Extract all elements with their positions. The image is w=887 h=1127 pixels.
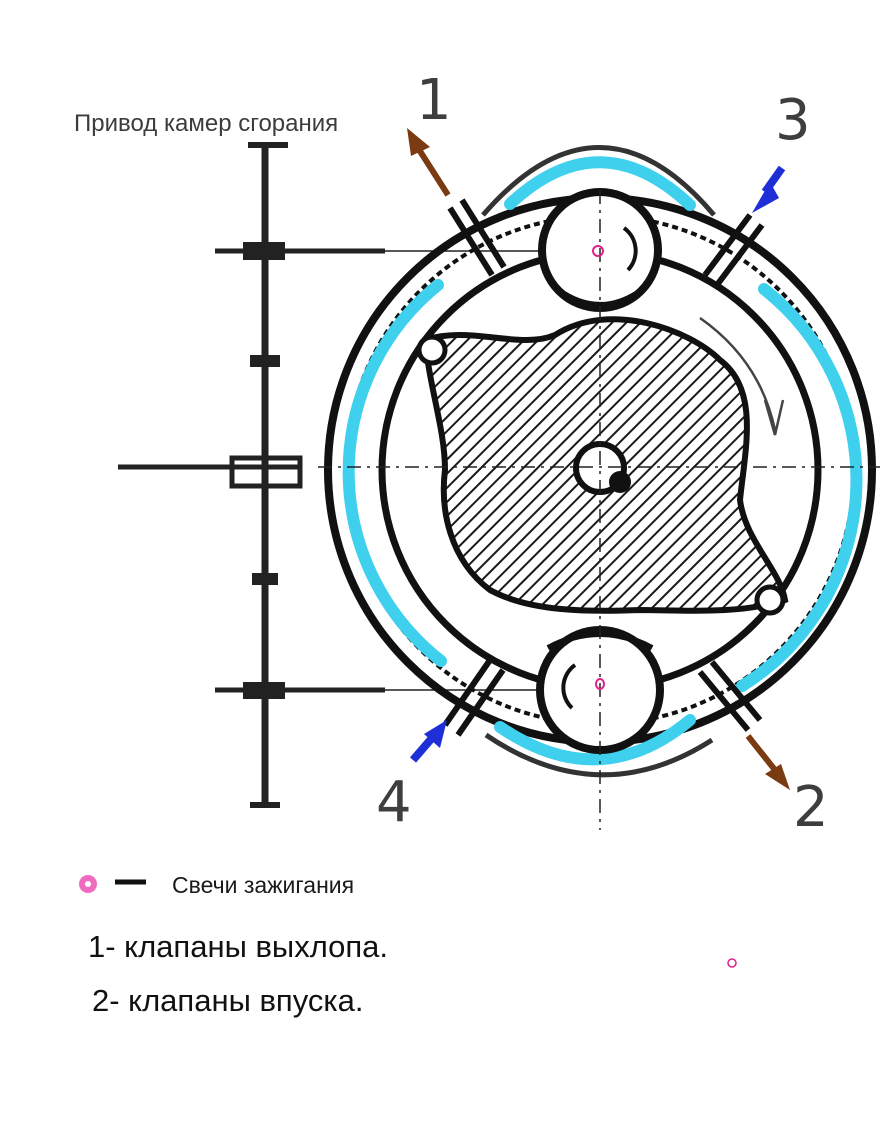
intake-arrow-4 (409, 720, 447, 763)
exhaust-arrow-1 (407, 128, 451, 197)
valve-2 (697, 660, 763, 732)
note-exhaust-valves: 1- клапаны выхлопа. (88, 929, 389, 964)
legend-spark-plugs-text: Свечи зажигания (172, 872, 355, 898)
exhaust-arrow-2 (745, 734, 790, 790)
label-number-3: 3 (775, 88, 811, 153)
valve-1 (447, 198, 507, 277)
valve-3 (702, 213, 765, 287)
stray-spark-marker-icon (727, 958, 737, 968)
intake-arrow-3 (752, 165, 786, 213)
spark-plug-lower-icon (595, 678, 605, 690)
cooling-channels (342, 156, 863, 766)
label-number-1: 1 (416, 68, 452, 133)
rotation-arrow (699, 316, 785, 436)
axis-lines (318, 190, 880, 830)
valve-4 (442, 658, 506, 737)
label-number-4: 4 (376, 770, 412, 835)
note-intake-valves: 2- клапаны впуска. (92, 983, 364, 1018)
drive-title: Привод камер сгорания (74, 110, 339, 137)
legend-spark-plug-icon (79, 875, 97, 893)
spark-plug-upper-icon (592, 245, 604, 257)
central-rotor (416, 316, 789, 616)
label-number-2: 2 (793, 775, 829, 840)
